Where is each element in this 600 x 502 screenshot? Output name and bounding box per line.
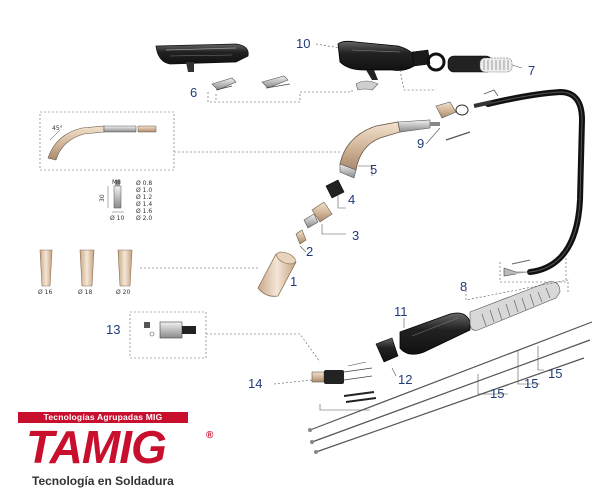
- callout-4: 4: [348, 192, 355, 207]
- logo-subtitle: Tecnología en Soldadura: [32, 474, 174, 488]
- callout-8: 8: [460, 279, 467, 294]
- gas-diffuser-insulator: [325, 179, 345, 199]
- leader-13: [206, 333, 321, 363]
- trigger-switch-parts: [211, 75, 379, 91]
- dia-0: Ø 0.8: [136, 180, 152, 187]
- leader-3: [321, 224, 346, 235]
- retaining-ring: [426, 52, 446, 72]
- leader-12: [391, 367, 397, 377]
- spring-sleeve: [447, 55, 513, 73]
- leader-2: [299, 245, 307, 253]
- callout-13: 13: [106, 322, 120, 337]
- logo-registered-mark: ®: [206, 430, 214, 441]
- leader-7: [511, 64, 523, 69]
- dia-2: Ø 1.2: [136, 194, 152, 201]
- leader-5: [358, 165, 373, 176]
- dia-5: Ø 2.0: [136, 215, 152, 222]
- spring-guard: [469, 281, 561, 331]
- logo-tagline: Tecnologías Agrupadas MIG: [18, 412, 188, 423]
- leader-14: [273, 379, 313, 385]
- callout-10: 10: [296, 36, 310, 51]
- dia-1: Ø 1.0: [136, 187, 152, 194]
- liner-ends: [308, 428, 318, 454]
- callout-2: 2: [306, 244, 313, 259]
- gas-diffuser: [303, 201, 333, 229]
- angle-label: 45°: [52, 125, 63, 132]
- retaining-nut: [375, 337, 399, 363]
- dia-4: Ø 1.6: [136, 208, 152, 215]
- contact-tip-detail: [107, 180, 124, 213]
- callout-15-a: 15: [490, 386, 504, 401]
- switch-assembly-box: [129, 311, 207, 359]
- wire-liners: [309, 321, 593, 453]
- callout-9: 9: [417, 136, 424, 151]
- callout-5: 5: [370, 162, 377, 177]
- nozzle-dia-0: Ø 16: [38, 289, 52, 296]
- leader-lines-cable: [499, 258, 567, 283]
- leader-14b: [319, 404, 370, 411]
- thread-label: M8: [112, 179, 121, 186]
- brand-logo: Tecnologías Agrupadas MIG TAMIG ® Tecnol…: [18, 412, 218, 496]
- contact-tip: [295, 229, 307, 245]
- callout-3: 3: [352, 228, 359, 243]
- length-label: 30: [99, 194, 106, 202]
- leader-lines-15: [477, 346, 544, 395]
- handle-body: [399, 312, 471, 355]
- nozzle: [257, 251, 297, 297]
- nozzle-dia-2: Ø 20: [116, 289, 130, 296]
- callout-7: 7: [528, 63, 535, 78]
- leader-9: [425, 127, 441, 145]
- callout-6: 6: [190, 85, 197, 100]
- nozzle-variants: [39, 249, 133, 287]
- nozzle-dia-1: Ø 18: [78, 289, 92, 296]
- swan-neck: [339, 119, 440, 179]
- contact-block: [435, 101, 471, 141]
- detail-dimensions: 45° M8 30 Ø 10 Ø 0.8 Ø 1.0 Ø 1.2 Ø 1.4 Ø…: [38, 125, 152, 296]
- leader-4: [337, 194, 346, 209]
- dia-3: Ø 1.4: [136, 201, 152, 208]
- torch-cable: [473, 88, 586, 277]
- logo-name: TAMIG: [26, 421, 167, 473]
- callout-12: 12: [398, 372, 412, 387]
- handle-lower-half: [337, 40, 431, 80]
- handle-upper-half: [155, 43, 249, 72]
- callout-14: 14: [248, 376, 262, 391]
- neck-detail-box: [39, 111, 175, 171]
- callout-1: 1: [290, 274, 297, 289]
- callout-15-b: 15: [524, 376, 538, 391]
- leader-lines-10: [315, 43, 436, 91]
- callout-11: 11: [394, 304, 408, 319]
- leader-lines-6: [207, 88, 353, 103]
- callout-15-c: 15: [548, 366, 562, 381]
- callout-numbers: 1 2 3 4 5 6 7 8 9 10 11 12 13 14 15 15 1…: [106, 36, 562, 401]
- shank-label: Ø 10: [110, 215, 124, 222]
- leader-8: [465, 279, 569, 301]
- microswitch: [311, 361, 377, 403]
